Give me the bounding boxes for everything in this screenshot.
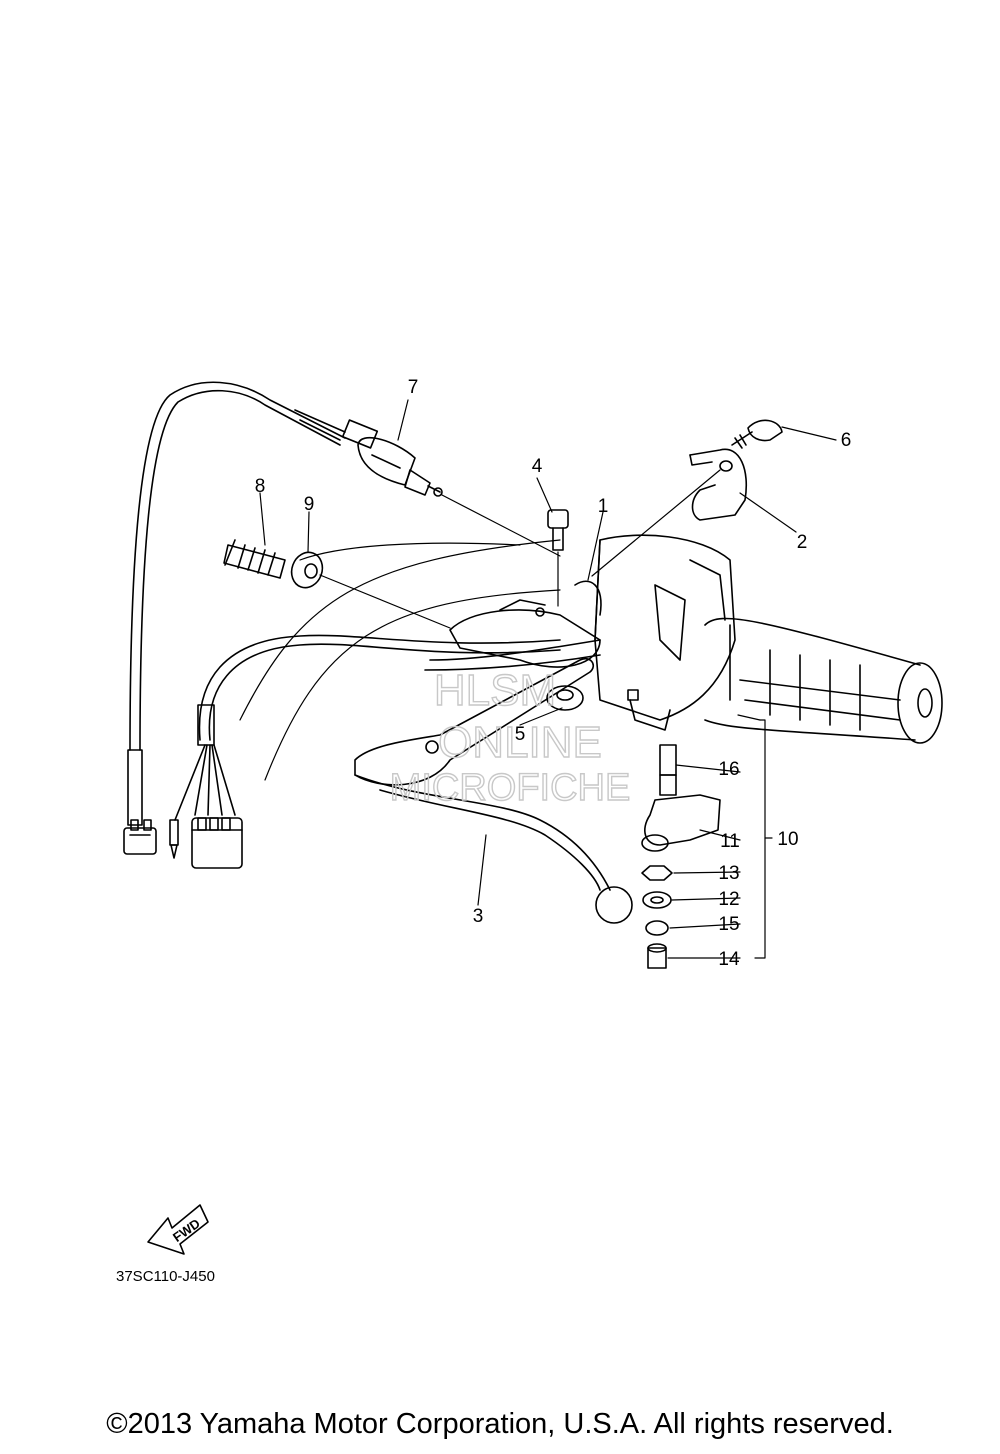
callout-2: 2 bbox=[797, 532, 808, 553]
callout-14: 14 bbox=[718, 949, 740, 970]
callout-8: 8 bbox=[255, 476, 266, 497]
switch-cable bbox=[129, 381, 346, 751]
brake-lever bbox=[354, 657, 633, 924]
fwd-arrow-icon bbox=[147, 1204, 209, 1255]
pivot-nut bbox=[546, 685, 584, 711]
connector-small bbox=[123, 749, 157, 855]
callout-9: 9 bbox=[304, 494, 315, 515]
callout-1: 1 bbox=[598, 496, 609, 517]
wire-harness bbox=[169, 634, 561, 869]
parking-lock-assembly bbox=[641, 744, 721, 969]
watermark: HLSM ONLINE MICROFICHE bbox=[389, 665, 631, 809]
watermark-line1: HLSM bbox=[434, 666, 556, 715]
callout-15: 15 bbox=[718, 914, 739, 935]
fwd-label: FWD bbox=[170, 1216, 203, 1245]
callout-5: 5 bbox=[515, 724, 526, 745]
handlebar-grip bbox=[704, 617, 943, 744]
callout-labels: 1 2 3 4 5 6 7 8 9 10 11 12 13 14 15 16 bbox=[255, 377, 852, 970]
clamp bbox=[689, 448, 747, 521]
watermark-line3: MICROFICHE bbox=[390, 767, 631, 809]
pivot-bolt bbox=[547, 509, 569, 551]
callout-6: 6 bbox=[841, 430, 852, 451]
brake-switch bbox=[341, 419, 443, 497]
leader-lines bbox=[259, 399, 837, 959]
watermark-line2: ONLINE bbox=[438, 718, 602, 767]
callout-13: 13 bbox=[718, 863, 739, 884]
callout-16: 16 bbox=[718, 759, 739, 780]
callout-10: 10 bbox=[777, 829, 798, 850]
lever-holder bbox=[424, 580, 602, 671]
callout-7: 7 bbox=[408, 377, 419, 398]
callout-3: 3 bbox=[473, 906, 484, 927]
clamp-screw bbox=[731, 419, 783, 449]
callout-4: 4 bbox=[532, 456, 543, 477]
adjuster-bolt bbox=[223, 539, 286, 579]
callout-11: 11 bbox=[720, 831, 740, 852]
callout-12: 12 bbox=[718, 889, 739, 910]
locknut bbox=[290, 551, 324, 589]
diagram-code: 37SC110-J450 bbox=[116, 1268, 215, 1285]
switch-housing bbox=[594, 534, 736, 731]
copyright-notice: ©2013 Yamaha Motor Corporation, U.S.A. A… bbox=[106, 1408, 894, 1440]
